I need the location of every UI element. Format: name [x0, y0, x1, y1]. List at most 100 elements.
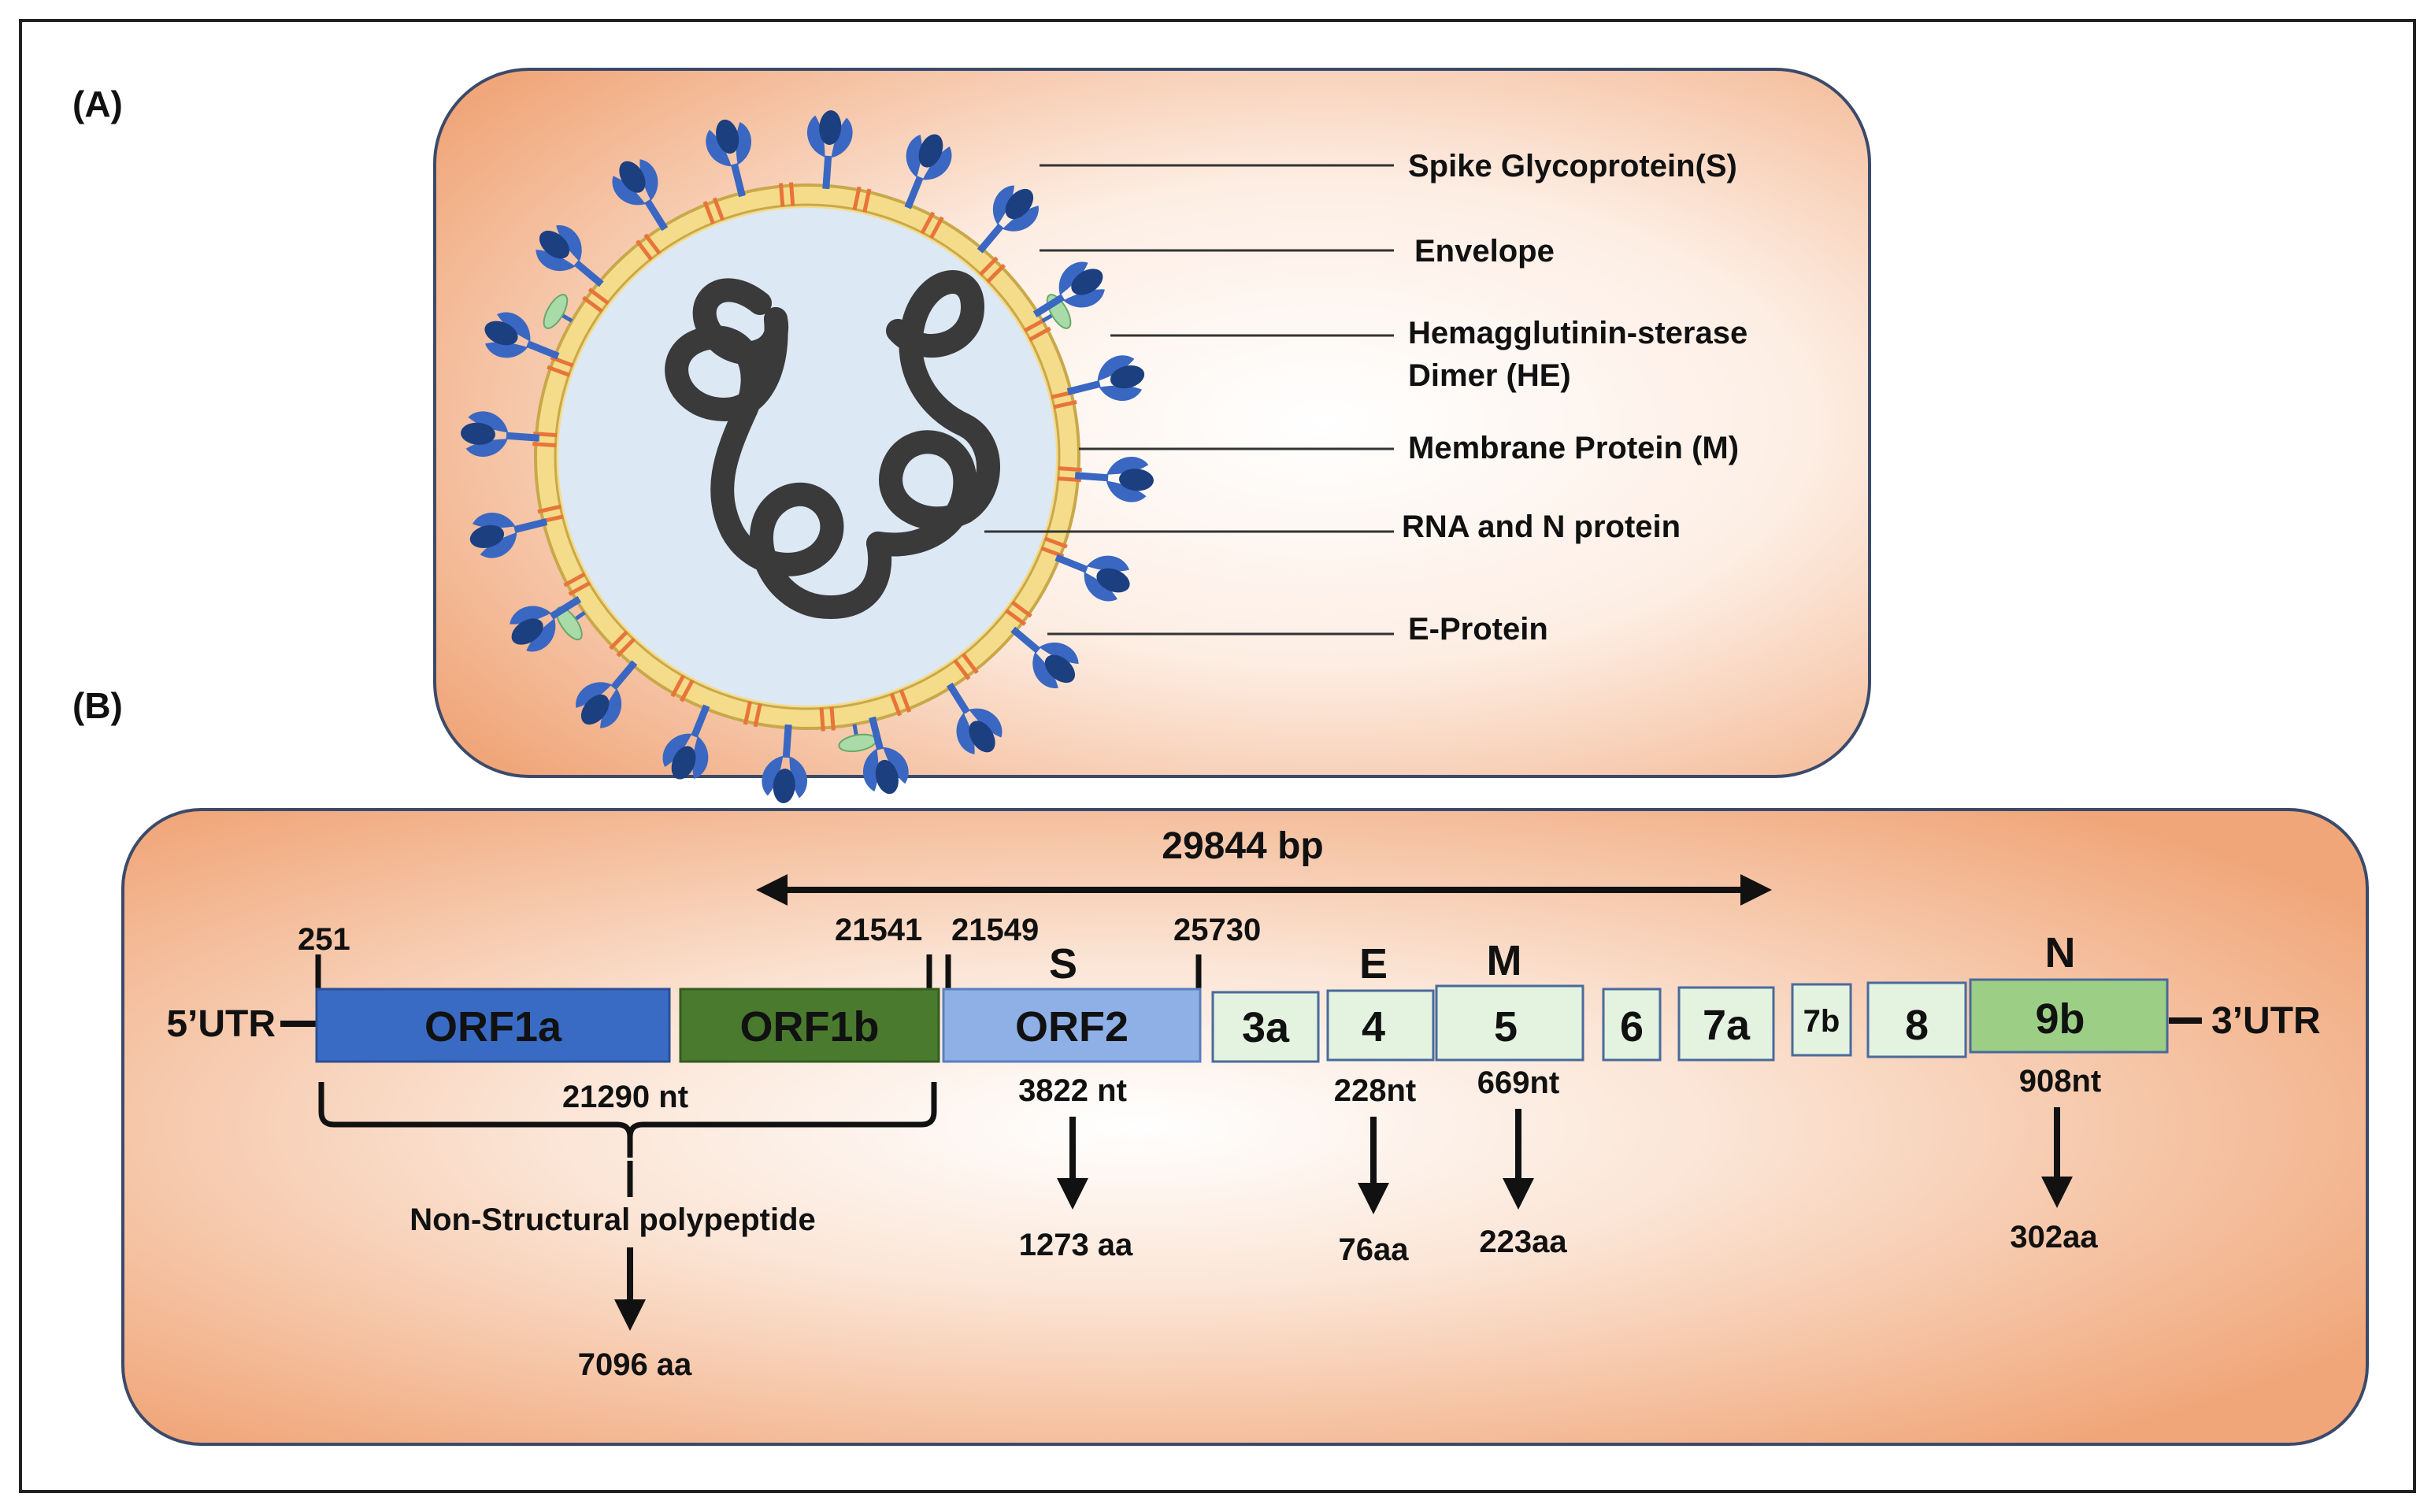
gene-8-label: 8: [1905, 1002, 1929, 1049]
spike-protein-icon: [863, 716, 909, 795]
gene-7a-label: 7a: [1703, 1002, 1751, 1049]
membrane-protein-icon: [819, 706, 836, 732]
spike-protein-icon: [1054, 554, 1130, 602]
product-m-aa: 223aa: [1479, 1225, 1567, 1259]
product-e: 228nt 76aa: [1334, 1073, 1417, 1267]
product-e-aa: 76aa: [1339, 1232, 1410, 1267]
spike-protein-icon: [1074, 457, 1154, 502]
position-251: 251: [298, 922, 350, 957]
gene-9b-top-label: N: [2045, 929, 2076, 976]
nsp-brace: [318, 1082, 937, 1158]
position-21549: 21549: [951, 913, 1039, 947]
membrane-protein-icon: [582, 287, 610, 313]
membrane-protein-icon: [743, 701, 762, 728]
gene-7b-label: 7b: [1803, 1004, 1840, 1039]
callout-envelope-label: Envelope: [1414, 234, 1555, 269]
gene-orf2-label: ORF2: [1015, 1003, 1129, 1051]
spike-protein-icon: [510, 595, 582, 652]
product-s-aa: 1273 aa: [1019, 1228, 1133, 1262]
gene-5: 5 M: [1435, 937, 1584, 1062]
gene-orf1a-label: ORF1a: [424, 1003, 562, 1051]
spike-protein-icon: [977, 185, 1039, 254]
virion-inner-envelope: [554, 203, 1061, 710]
gene-9b: 9b N: [1969, 929, 2169, 1054]
gene-5-top-label: M: [1487, 937, 1522, 984]
spike-protein-icon: [904, 134, 952, 209]
gene-5-label: 5: [1494, 1003, 1518, 1051]
gene-orf1a: ORF1a: [315, 988, 671, 1063]
membrane-protein-icon: [636, 233, 662, 261]
product-m: 669nt 223aa: [1477, 1065, 1568, 1259]
position-ticks: [315, 954, 1202, 994]
gene-orf2: ORF2 S: [942, 940, 1202, 1063]
product-n-aa: 302aa: [2010, 1220, 2098, 1254]
membrane-protein-icon: [1057, 466, 1082, 483]
nsp-name-label: Non-Structural polypeptide: [410, 1203, 816, 1237]
gene-orf1b: ORF1b: [679, 988, 940, 1063]
genome-length-label: 29844 bp: [1162, 825, 1323, 867]
gene-3a: 3a: [1211, 991, 1320, 1063]
gene-4: 4 E: [1326, 940, 1435, 1062]
gene-orf2-top-label: S: [1049, 940, 1077, 988]
callout-labels: Spike Glycoprotein(S) Envelope Hemagglut…: [1402, 149, 1747, 647]
gene-4-label: 4: [1362, 1003, 1385, 1051]
product-n: 908nt 302aa: [2010, 1064, 2101, 1254]
product-e-nt: 228nt: [1334, 1073, 1417, 1108]
membrane-protein-icon: [1023, 317, 1051, 342]
spike-protein-icon: [612, 159, 669, 232]
nsp-aa-label: 7096 aa: [578, 1347, 692, 1382]
spike-protein-icon: [807, 110, 853, 190]
spike-protein-icon: [762, 724, 807, 803]
spike-protein-icon: [469, 513, 548, 558]
spike-protein-icon: [1066, 355, 1145, 401]
spike-protein-icon: [662, 704, 710, 780]
membrane-protein-icon: [670, 674, 695, 702]
virion-core: [558, 208, 1056, 706]
callout-eprotein-label: E-Protein: [1408, 612, 1548, 647]
product-n-nt: 908nt: [2019, 1064, 2102, 1099]
rna-genome-coil: [665, 270, 1000, 620]
position-21541: 21541: [835, 913, 922, 947]
utr3-label: 3’UTR: [2211, 1000, 2321, 1042]
spike-protein-icon: [576, 660, 638, 728]
membrane-protein-icon: [889, 689, 912, 717]
gene-orf1b-label: ORF1b: [739, 1003, 879, 1051]
virion-illustration: [461, 110, 1154, 803]
gene-6: 6: [1602, 988, 1662, 1062]
callout-membrane-label: Membrane Protein (M): [1408, 431, 1739, 465]
membrane-protein-icon: [979, 256, 1006, 284]
membrane-protein-icon: [702, 197, 725, 224]
panel-a: (A): [72, 68, 1871, 803]
product-s-nt: 3822 nt: [1018, 1073, 1127, 1108]
utr5-label: 5’UTR: [166, 1003, 276, 1045]
panel-a-label: (A): [72, 83, 123, 124]
genome-background-panel: [121, 808, 2369, 1446]
membrane-protein-icon: [609, 630, 636, 658]
spike-protein-group: [461, 110, 1154, 803]
membrane-protein-icon: [779, 182, 795, 207]
product-s: 3822 nt 1273 aa: [1018, 1073, 1133, 1262]
membrane-protein-icon: [1005, 600, 1032, 626]
gene-8: 8: [1866, 981, 1967, 1058]
he-dimer-icon: [555, 606, 586, 641]
spike-protein-icon: [536, 225, 604, 287]
spike-protein-icon: [1032, 261, 1105, 318]
panel-b: (B) 29844 bp 5’UTR 3’UTR 251 21541 21549…: [72, 685, 2369, 1446]
position-25730: 25730: [1173, 913, 1261, 947]
gene-7a: 7a: [1677, 986, 1775, 1062]
membrane-protein-icon: [920, 211, 944, 239]
callout-rna-label: RNA and N protein: [1402, 510, 1681, 544]
spike-protein-icon: [706, 119, 751, 198]
spike-protein-icon: [946, 682, 1003, 754]
membrane-protein-icon: [563, 572, 591, 596]
membrane-protein-icon: [953, 652, 979, 680]
callout-spike-label: Spike Glycoprotein(S): [1408, 149, 1737, 183]
figure-border: [19, 19, 2416, 1493]
callout-he-label-line1: Hemagglutinin-sterase: [1408, 316, 1747, 350]
he-dimer-icon: [543, 294, 573, 329]
gene-9b-label: 9b: [2035, 995, 2085, 1043]
spike-protein-icon: [484, 312, 560, 360]
nsp-nt-label: 21290 nt: [562, 1080, 688, 1114]
membrane-protein-icon: [852, 186, 872, 213]
gene-4-top-label: E: [1359, 940, 1388, 988]
